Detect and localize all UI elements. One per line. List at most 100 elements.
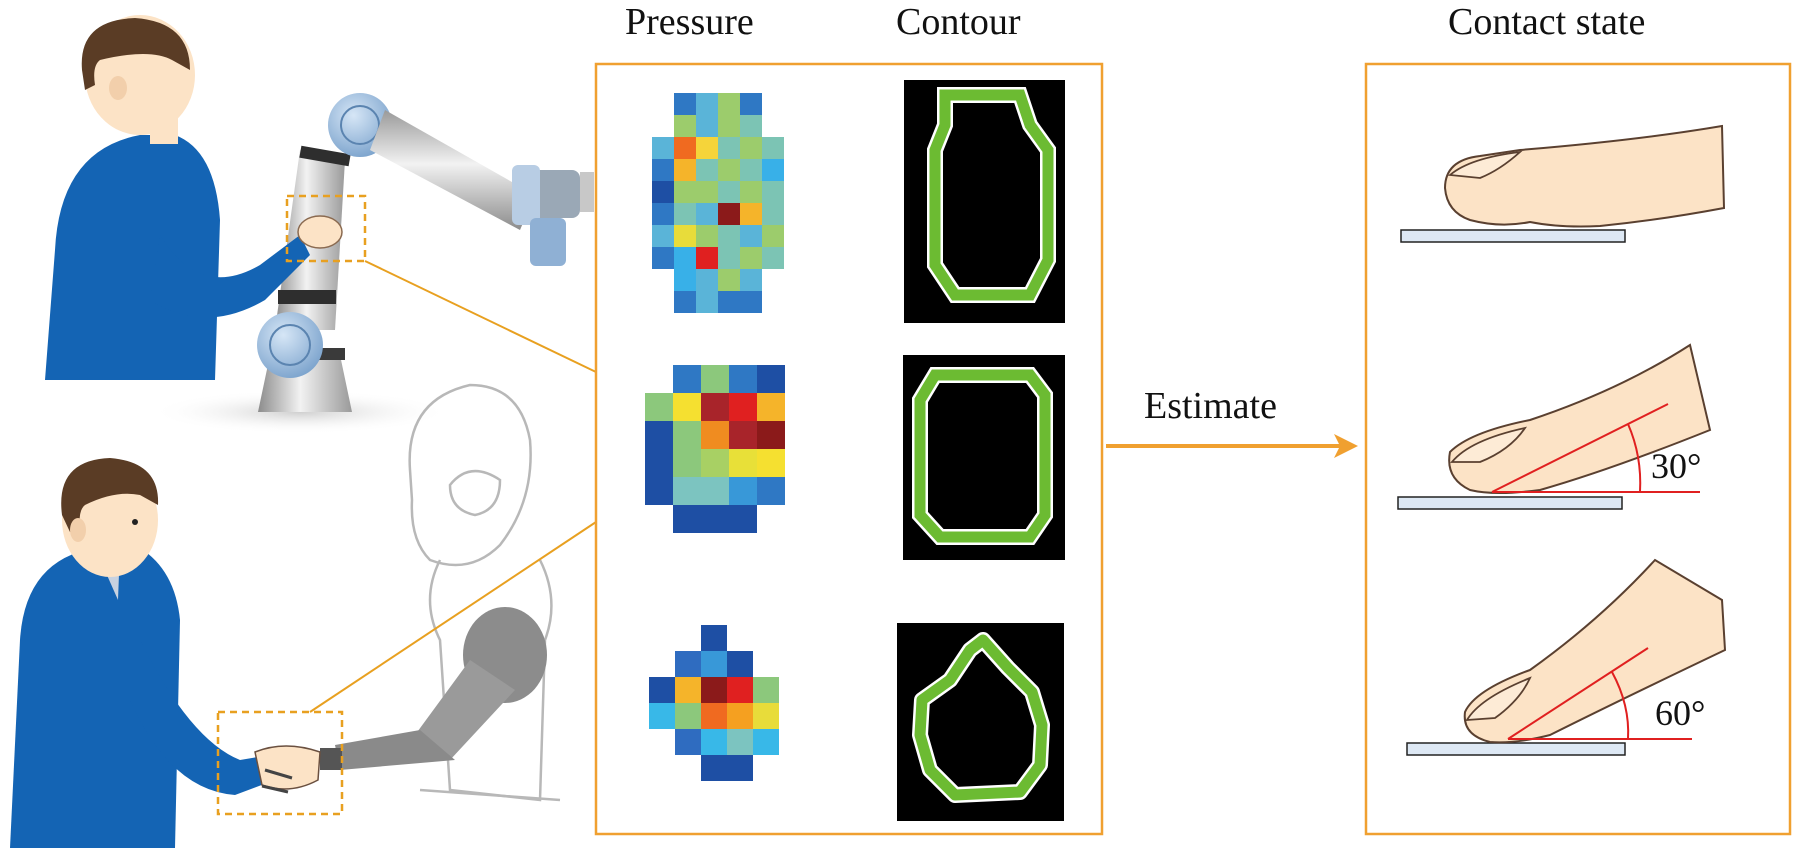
pressure-cell [740,291,762,313]
pressure-cell [729,505,757,533]
pressure-cell [696,137,718,159]
robot-callout-leader [364,260,597,373]
contour-image-3 [897,623,1064,821]
pressure-cell [740,115,762,137]
robot-joint-shoulder-cap [340,105,380,145]
contact-state-30deg [1397,343,1712,510]
handshake-hands [254,745,321,790]
sensor-data-frame [594,62,1104,836]
person-2-eye [132,519,138,525]
finger-3 [1463,558,1727,744]
pressure-cell [673,505,701,533]
humanoid-wrist [320,748,342,770]
contour-3-outline [914,634,1048,801]
handshake-callout-leader [309,521,597,713]
pressure-cell [729,365,757,393]
pressure-cell [757,477,785,505]
person-1-torso [45,135,220,380]
pressure-cell [762,137,784,159]
pressure-cell [652,225,674,247]
humanoid-upper-arm [415,660,515,760]
finger-3-nail [1465,676,1532,722]
pressure-cell [673,421,701,449]
contour-2-outline [914,369,1051,543]
angle-60-finger-line [1507,647,1649,740]
pressure-cell [727,651,753,677]
pressure-cell [718,269,740,291]
handshake-callout-box [216,710,344,816]
angle-30-arc [1627,423,1642,493]
person-2-ear [70,518,86,542]
pressure-cell [740,225,762,247]
pressure-cell [696,203,718,225]
pressure-cell [701,755,727,781]
pressure-cell [757,393,785,421]
pressure-cell [673,449,701,477]
robot-upper-band [299,145,351,167]
pressure-cell [674,181,696,203]
pressure-cell [757,449,785,477]
pressure-cell [673,393,701,421]
pressure-cell [696,269,718,291]
pressure-cell [718,159,740,181]
pressure-cell [696,181,718,203]
pressure-cell [740,269,762,291]
humanoid-outline [408,383,561,802]
estimate-label: Estimate [1144,385,1277,427]
pressure-cell [652,203,674,225]
pressure-cell [718,115,740,137]
pressure-cell [696,115,718,137]
contour-images [897,80,1065,821]
robot-touch-callout-box [285,194,367,263]
pressure-cell [701,421,729,449]
pressure-cell [652,247,674,269]
pressure-cell [674,203,696,225]
angle-60-label: 60° [1655,693,1706,733]
pressure-cell [696,225,718,247]
pressure-cell [740,93,762,115]
pressure-cell [674,159,696,181]
contact-state-heading: Contact state [1448,1,1646,43]
pressure-maps [645,93,785,781]
pressure-map-3 [649,625,779,781]
pressure-cell [652,137,674,159]
person-2-arm [130,640,275,795]
pressure-cell [718,137,740,159]
robot-upper-link [370,110,535,230]
person-1-arm [150,235,310,318]
pressure-cell [727,755,753,781]
angle-30-finger-line [1491,403,1669,493]
pressure-cell [673,477,701,505]
pressure-cell [675,703,701,729]
pressure-cell [652,159,674,181]
pressure-cell [718,291,740,313]
pressure-cell [696,291,718,313]
pressure-cell [645,421,673,449]
robot-lower-band [278,290,336,304]
pressure-cell [727,677,753,703]
pressure-cell [645,477,673,505]
pressure-cell [652,181,674,203]
contact-state-60deg [1406,558,1727,756]
pressure-cell [701,393,729,421]
finger-1 [1443,124,1726,228]
pressure-cell [757,365,785,393]
pressure-cell [674,225,696,247]
finger-2 [1448,343,1712,494]
person-2-hair [61,458,159,532]
pressure-cell [762,181,784,203]
person-1-hand [297,215,343,249]
pressure-cell [674,115,696,137]
pressure-cell [727,729,753,755]
pressure-cell [649,703,675,729]
pressure-cell [718,247,740,269]
contact-plate-2 [1397,496,1623,510]
pressure-cell [674,93,696,115]
angle-60-arc [1611,671,1630,740]
pressure-cell [718,203,740,225]
pressure-cell [753,703,779,729]
robot-joint-lower [257,312,323,378]
pressure-cell [718,225,740,247]
robot-fingers [261,768,293,794]
